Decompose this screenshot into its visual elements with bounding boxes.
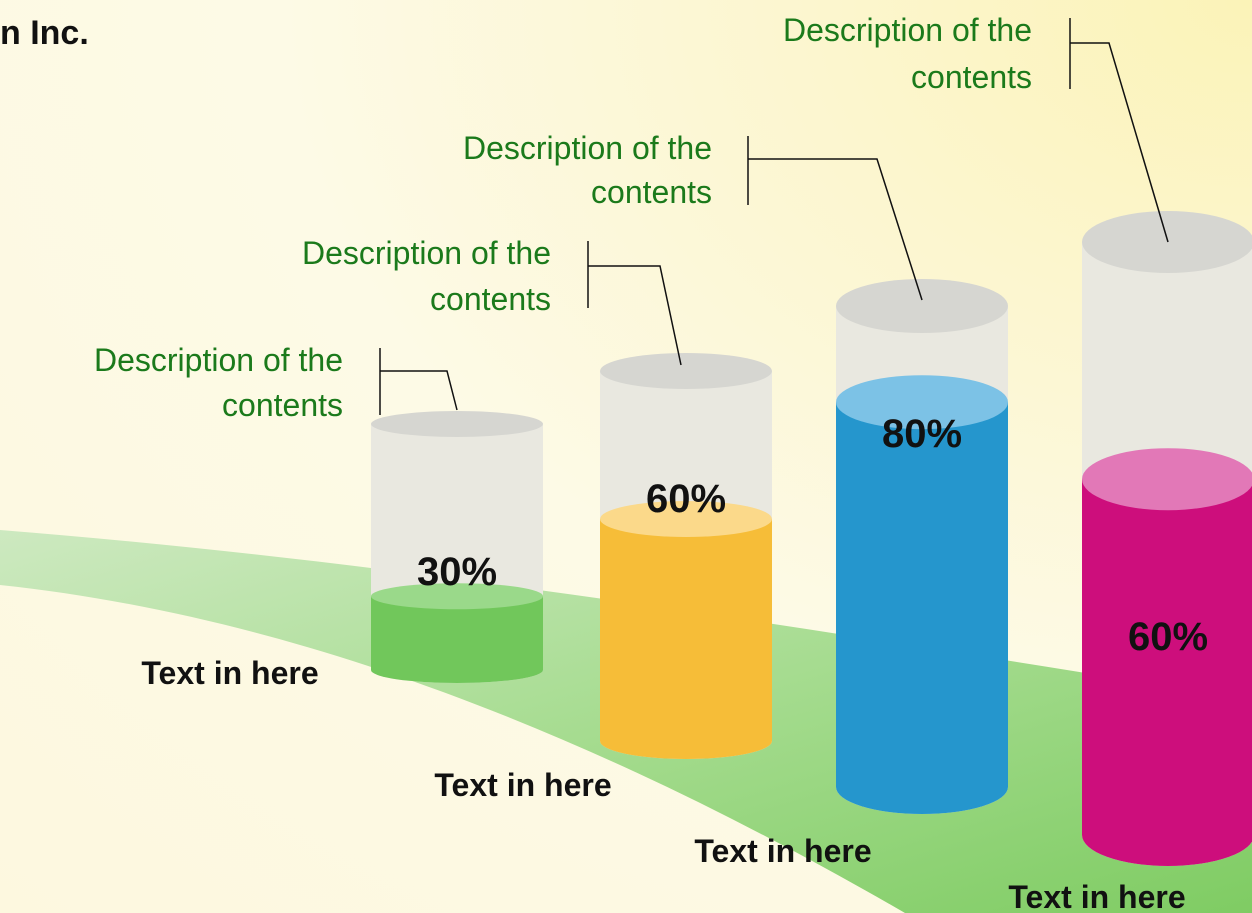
callout-4-leader-line (1070, 42, 1169, 243)
category-label-4: Text in here (1008, 879, 1185, 913)
description-3-line-1: Description of the (463, 130, 712, 166)
bar-2-fill (600, 519, 772, 759)
bar-3-fill (836, 402, 1008, 814)
cylinder-chart: 30% Text in here Description of the content… (94, 12, 1252, 913)
cylinder-1-top (371, 411, 543, 437)
description-2-line-2: contents (430, 281, 551, 317)
bar-1-fill-top (371, 583, 543, 610)
cylinder-3-top (836, 279, 1008, 333)
company-name: n Inc. (0, 14, 89, 52)
bar-1-fill (371, 596, 543, 683)
bar-2-fill-top (600, 501, 772, 537)
description-3-line-2: contents (591, 174, 712, 210)
category-label-1: Text in here (141, 655, 318, 691)
description-4-line-2: contents (911, 59, 1032, 95)
cylinder-2-top (600, 353, 772, 389)
value-label-4: 60% (1128, 615, 1208, 659)
callout-3-leader-line (748, 158, 923, 301)
category-label-2: Text in here (434, 767, 611, 803)
bar-3-fill-top (836, 375, 1008, 430)
cylinder-4-top (1082, 211, 1252, 273)
bar-4-fill (1082, 479, 1252, 866)
description-2-line-1: Description of the (302, 235, 551, 271)
callout-2-leader-line (588, 265, 682, 366)
value-label-1: 30% (417, 550, 497, 594)
value-label-3: 80% (882, 412, 962, 456)
callout-1-leader-line (380, 370, 458, 411)
category-label-3: Text in here (694, 833, 871, 869)
bar-4-fill-top (1082, 448, 1252, 511)
description-1-line-1: Description of the (94, 342, 343, 378)
value-label-2: 60% (646, 477, 726, 521)
description-4-line-1: Description of the (783, 12, 1032, 48)
description-1-line-2: contents (222, 387, 343, 423)
